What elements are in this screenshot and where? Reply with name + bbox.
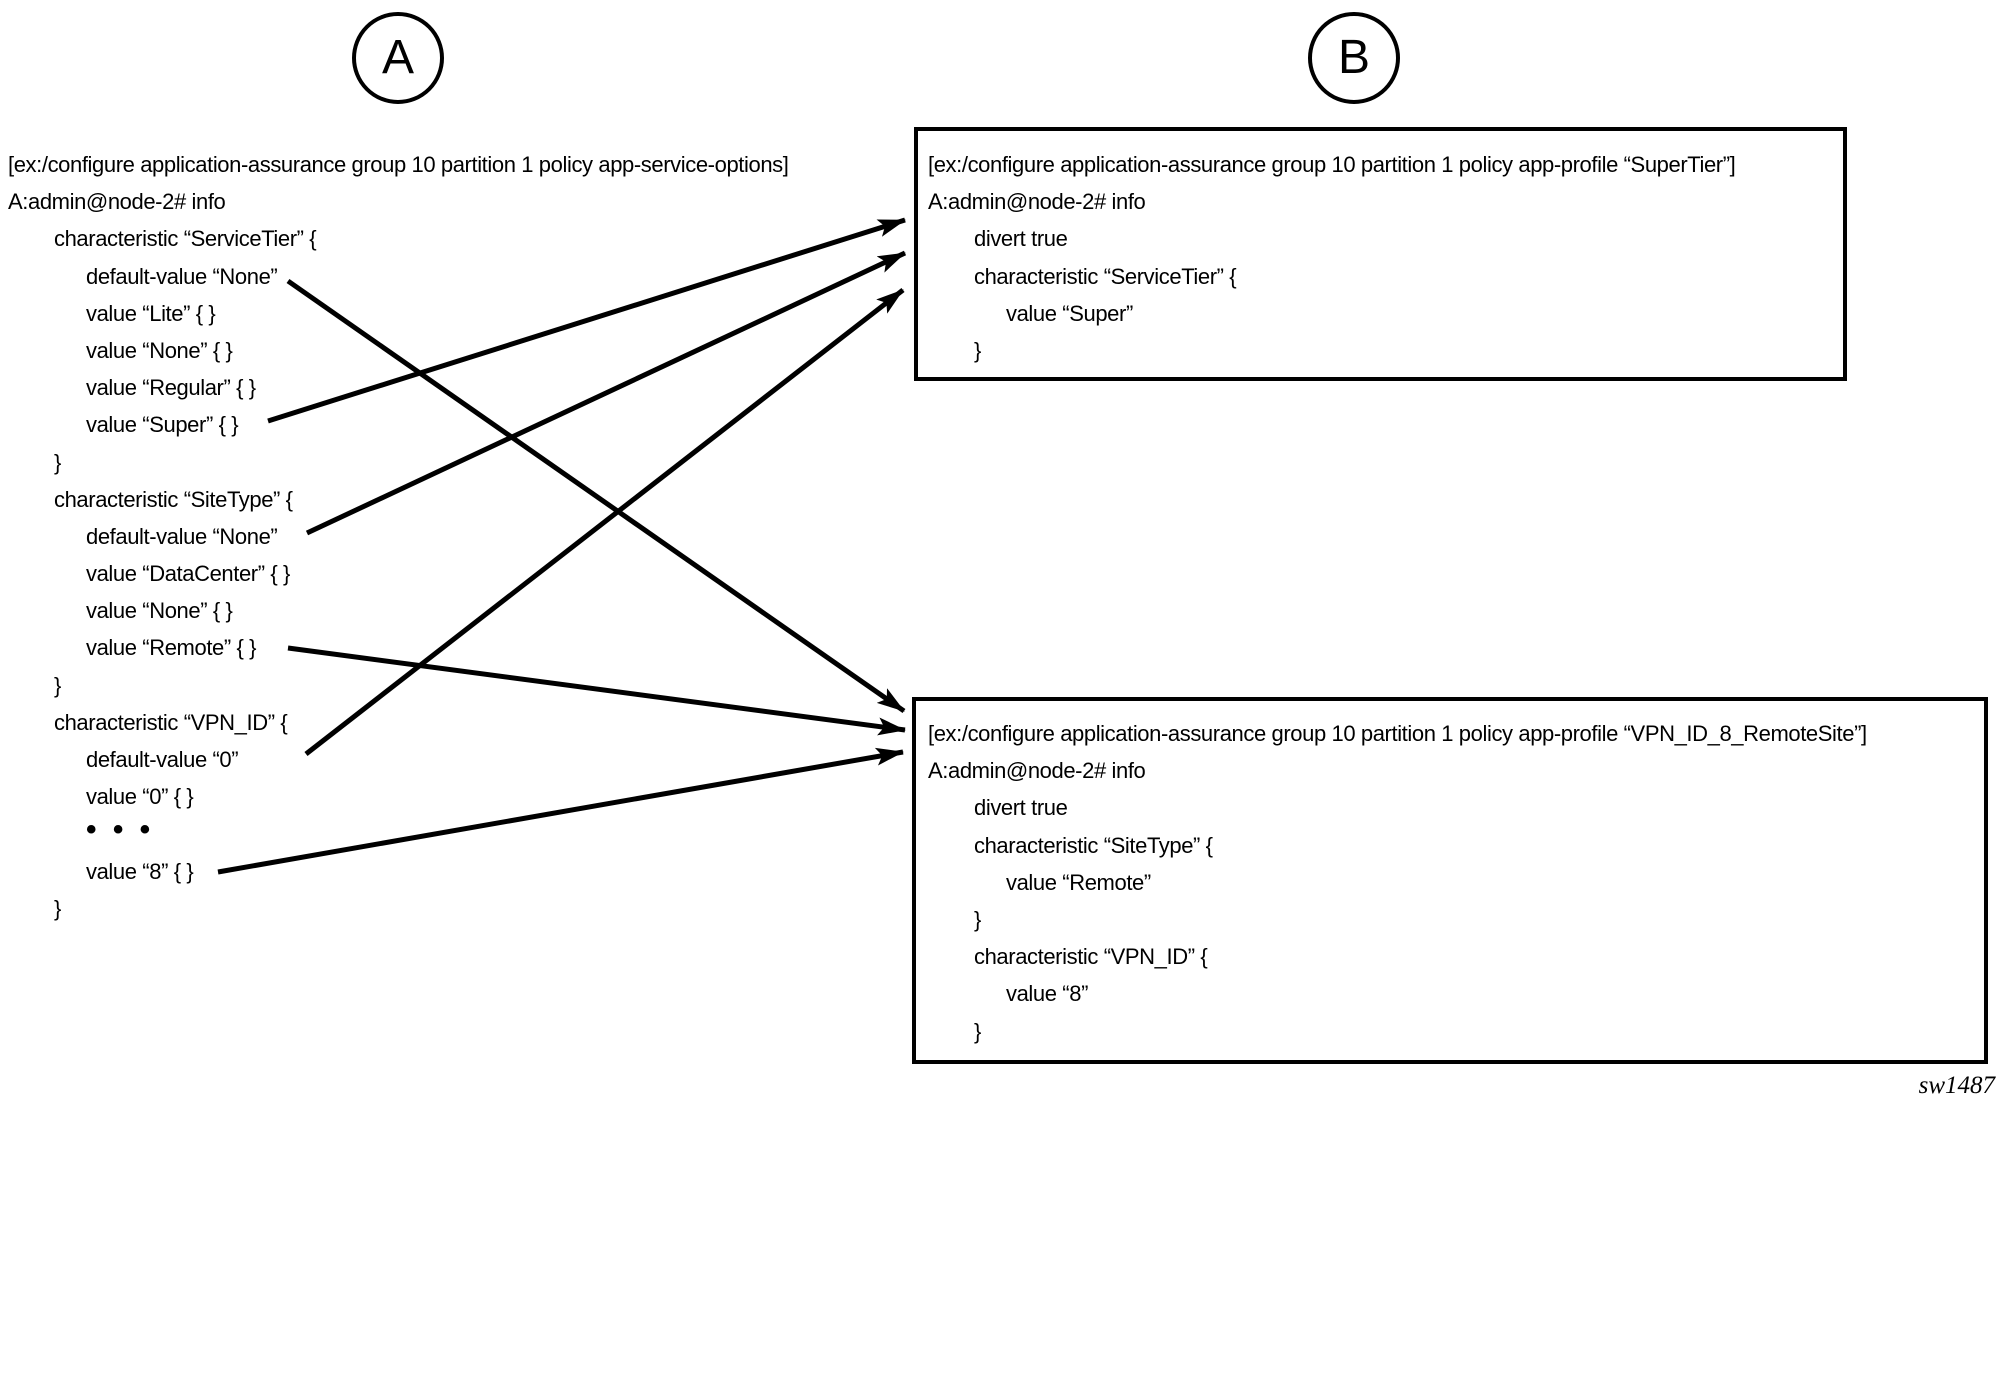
config-line: divert true <box>974 795 1068 821</box>
config-line: value “Remote” { } <box>86 635 257 661</box>
config-line: [ex:/configure application-assurance gro… <box>928 721 1867 746</box>
config-line: value “8” { } <box>86 858 194 884</box>
config-line: value “Super” <box>1006 300 1133 326</box>
supertier-profile-code: [ex:/configure application-assurance gro… <box>928 146 1835 369</box>
config-line: } <box>54 895 61 921</box>
config-line: divert true <box>974 226 1068 252</box>
config-line: value “8” <box>1006 981 1088 1007</box>
config-line: default-value “None” <box>86 523 278 549</box>
config-line: A:admin@node-2# info <box>928 758 1146 784</box>
config-line: } <box>54 672 61 698</box>
config-line: value “Lite” { } <box>86 300 216 326</box>
config-line: [ex:/configure application-assurance gro… <box>928 152 1736 177</box>
config-line: value “0” { } <box>86 784 194 810</box>
config-line: characteristic “VPN_ID” { <box>974 944 1208 970</box>
config-line: value “Regular” { } <box>86 375 256 401</box>
config-line: characteristic “ServiceTier” { <box>54 226 317 252</box>
config-line: value “Remote” <box>1006 869 1151 895</box>
config-line: value “DataCenter” { } <box>86 561 290 587</box>
config-line: characteristic “VPN_ID” { <box>54 709 288 735</box>
config-line: characteristic “SiteType” { <box>974 832 1213 858</box>
config-line: default-value “0” <box>86 747 239 772</box>
config-line: A:admin@node-2# info <box>928 189 1146 215</box>
section-marker-a: A <box>352 12 444 104</box>
section-label-b: B <box>1337 31 1370 84</box>
config-line: } <box>974 906 981 932</box>
config-line: default-value “None” <box>86 263 278 289</box>
config-box-vpn-id-8-remotesite-profile: [ex:/configure application-assurance gro… <box>912 697 1988 1064</box>
section-label-a: A <box>381 31 414 84</box>
config-line: value “Super” { } <box>86 412 239 438</box>
config-line: } <box>974 1018 981 1044</box>
config-line: • • • <box>86 813 155 847</box>
config-block-app-service-options: [ex:/configure application-assurance gro… <box>8 146 789 927</box>
config-line: } <box>974 337 981 363</box>
config-line: } <box>54 449 61 475</box>
config-box-supertier-profile: [ex:/configure application-assurance gro… <box>914 127 1847 381</box>
config-line: characteristic “SiteType” { <box>54 486 293 512</box>
config-line: value “None” { } <box>86 598 233 624</box>
vpn-profile-code: [ex:/configure application-assurance gro… <box>928 715 1976 1050</box>
config-line: A:admin@node-2# info <box>8 189 226 215</box>
section-marker-b: B <box>1308 12 1400 104</box>
config-line: value “None” { } <box>86 337 233 363</box>
config-line: characteristic “ServiceTier” { <box>974 263 1237 289</box>
config-line: [ex:/configure application-assurance gro… <box>8 152 789 177</box>
figure-id: sw1487 <box>1918 1072 1995 1099</box>
